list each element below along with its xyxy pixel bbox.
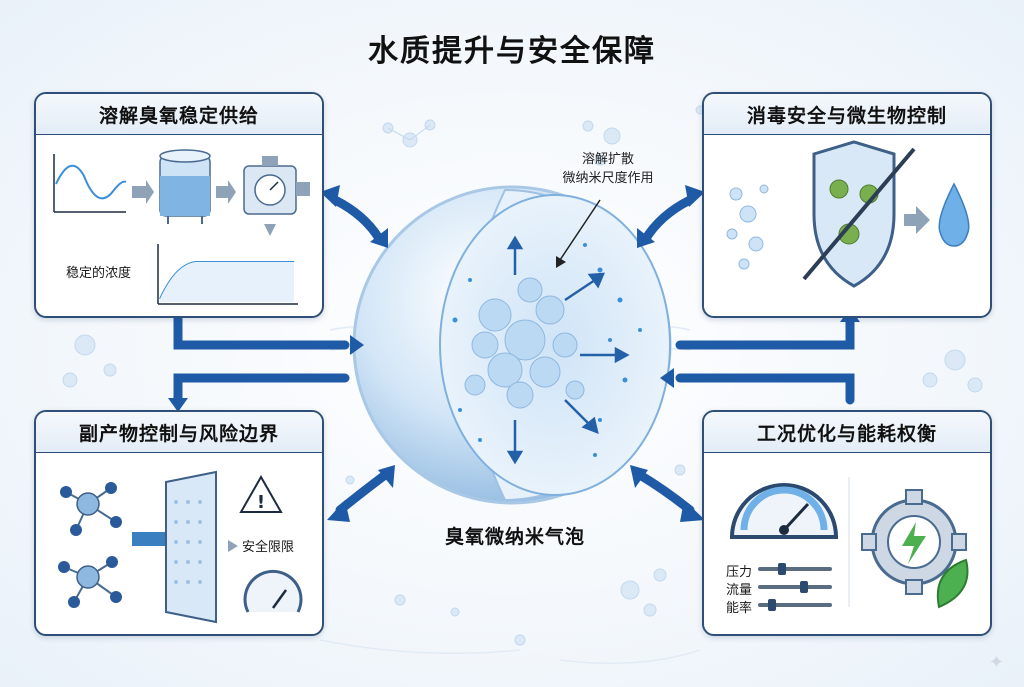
- sparkle-watermark-icon: ✦: [988, 652, 1004, 673]
- panel-energy-title: 工况优化与能耗权衡: [704, 412, 990, 453]
- panel-ozone-supply: 溶解臭氧稳定供给 稳定的浓度: [34, 92, 324, 318]
- note-line-2: 微纳米尺度作用: [562, 171, 654, 186]
- page-title: 水质提升与安全保障: [368, 34, 656, 69]
- panel-disinfection: 消毒安全与微生物控制: [702, 92, 992, 318]
- safety-limit-label: 安全限限: [242, 540, 295, 555]
- diffusion-note: 溶解扩散 微纳米尺度作用: [548, 150, 668, 188]
- panel-byproduct-title: 副产物控制与风险边界: [36, 412, 322, 453]
- byproduct-illustration: !: [58, 470, 303, 624]
- panel-ozone-supply-title: 溶解臭氧稳定供给: [36, 94, 322, 135]
- supply-illustration: [53, 149, 310, 305]
- center-label: 臭氧微纳米气泡: [444, 526, 585, 548]
- panel-disinfection-title: 消毒安全与微生物控制: [704, 94, 990, 135]
- panel-energy-optimization: 工况优化与能耗权衡 压力 流量 能率: [702, 410, 992, 636]
- panel-byproduct-control: 副产物控制与风险边界 ! 安全限限: [34, 410, 324, 636]
- svg-text:!: !: [257, 492, 265, 513]
- stable-concentration-label: 稳定的浓度: [66, 266, 132, 281]
- disinfection-illustration: [726, 140, 970, 288]
- slider-label-flow: 流量: [726, 583, 753, 598]
- energy-illustration: [729, 477, 969, 611]
- note-line-1: 溶解扩散: [581, 152, 634, 167]
- slider-label-pressure: 压力: [726, 565, 753, 580]
- slider-label-energy: 能率: [726, 601, 753, 616]
